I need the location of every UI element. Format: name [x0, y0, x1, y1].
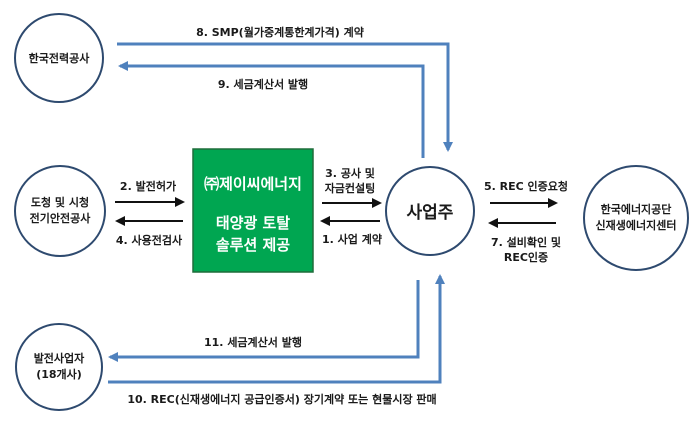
label-f2: 2. 발전허가 [120, 179, 176, 193]
label-f3-1: 3. 공사 및 [325, 166, 375, 180]
node-kepco: 한국전력공사 [14, 13, 104, 103]
label-f10: 10. REC(신재생에너지 공급인증서) 장기계약 또는 현물시장 판매 [127, 392, 436, 406]
arrow-f8 [117, 42, 453, 152]
label-f8: 8. SMP(월가중계통한계가격) 계약 [196, 25, 364, 39]
arrow-f9 [118, 61, 425, 158]
arrow-f10 [108, 274, 445, 384]
label-f11: 11. 세금계산서 발행 [204, 335, 302, 349]
node-kepco-label: 한국전력공사 [29, 51, 91, 65]
label-f5: 5. REC 인증요청 [484, 179, 568, 193]
node-energy-agency: 한국에너지공단 신재생에너지센터 [583, 165, 689, 271]
node-company: ㈜제이씨에너지 태양광 토탈 솔루션 제공 [192, 148, 314, 273]
company-desc-2: 솔루션 제공 [216, 236, 290, 254]
node-province: 도청 및 시청 전기안전공사 [14, 165, 106, 257]
node-operator: 사업주 [385, 166, 475, 256]
label-f9: 9. 세금계산서 발행 [218, 77, 308, 91]
label-f7-1: 7. 설비확인 및 [491, 235, 561, 249]
node-generators-label-1: 발전사업자 [34, 351, 85, 365]
node-province-label-1: 도청 및 시청 [31, 195, 89, 209]
node-province-label-2: 전기안전공사 [30, 211, 92, 225]
node-generators-label-2: (18개사) [36, 367, 82, 381]
node-energy-agency-label-1: 한국에너지공단 [601, 202, 672, 216]
label-f4: 4. 사용전검사 [116, 233, 183, 247]
label-f1: 1. 사업 계약 [322, 232, 382, 246]
label-f7-2: REC인증 [504, 250, 548, 264]
node-operator-label: 사업주 [407, 203, 454, 223]
company-name: ㈜제이씨에너지 [204, 175, 302, 193]
node-energy-agency-label-2: 신재생에너지센터 [596, 218, 677, 232]
label-f3-2: 자금컨설팅 [325, 181, 376, 195]
company-desc-1: 태양광 토탈 [216, 214, 290, 232]
node-generators: 발전사업자 (18개사) [15, 323, 103, 411]
arrow-f11 [108, 280, 420, 362]
